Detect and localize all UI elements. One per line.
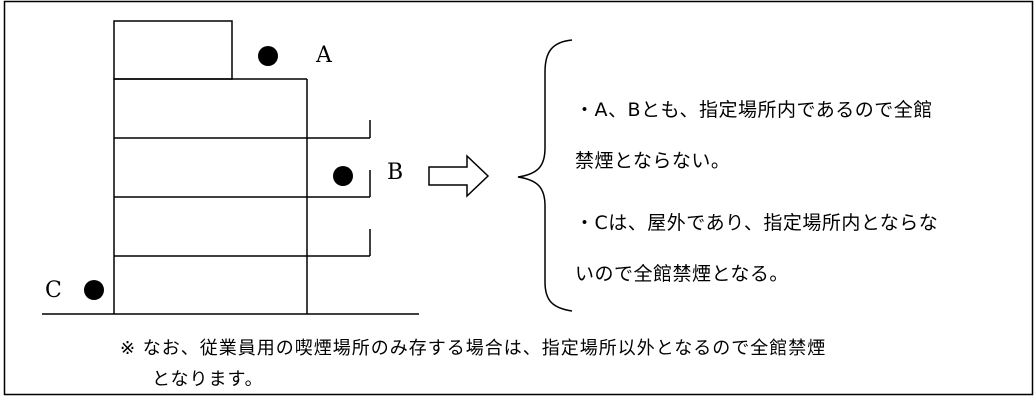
location-a-dot [258, 46, 278, 66]
building [42, 20, 419, 315]
bullet-2-line-1: ・Cは、屋外であり、指定場所内とならな [575, 212, 939, 234]
curly-brace [517, 39, 573, 312]
label-a: A [316, 43, 332, 68]
outer-border [3, 0, 1034, 396]
bullet-2-line-2: いので全館禁煙となる。 [575, 263, 789, 285]
bullet-1-line-1: ・A、Bとも、指定場所内であるので全館 [575, 99, 933, 121]
footnote-line-1: ※ なお、従業員用の喫煙場所のみ存する場合は、指定場所以外となるので全館禁煙 [120, 338, 827, 359]
arrow-right-icon [428, 154, 490, 198]
label-c: C [45, 278, 62, 303]
rooftop-box [113, 20, 233, 80]
location-c-dot [84, 280, 104, 300]
label-b: B [387, 160, 404, 185]
location-b-dot [333, 166, 353, 186]
bullet-1-line-2: 禁煙とならない。 [575, 150, 731, 172]
footnote-line-2: となります。 [152, 369, 264, 390]
